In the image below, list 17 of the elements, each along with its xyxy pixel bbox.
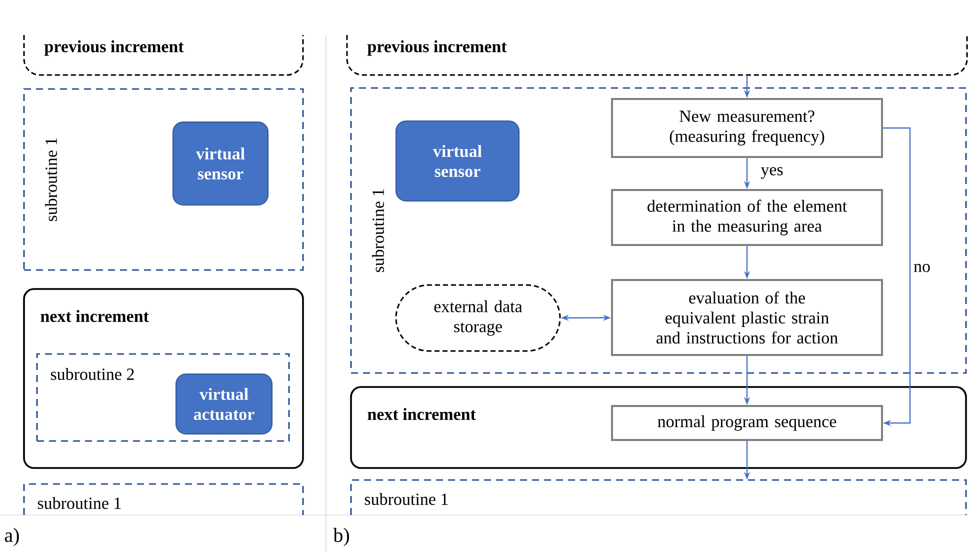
- subroutine-frame: subroutine 1: [350, 479, 967, 515]
- process-box: New measurement? (measuring frequency): [611, 98, 883, 158]
- process-box: determination of the element in the measuring area: [611, 189, 883, 246]
- storage-terminal: external data storage: [395, 284, 561, 352]
- panel-label: b): [333, 528, 349, 546]
- component-box: virtual actuator: [176, 374, 272, 434]
- edge-label: no: [912, 262, 932, 274]
- panel-label: a): [4, 528, 19, 546]
- arrow: [883, 127, 911, 426]
- component-box: virtual sensor: [396, 120, 520, 202]
- process-box: normal program sequence: [611, 405, 883, 441]
- component-box: virtual sensor: [172, 122, 268, 206]
- subroutine-frame: subroutine 1: [23, 483, 304, 515]
- edge-label: yes: [760, 166, 784, 180]
- increment-band: previous increment: [23, 35, 304, 76]
- process-box: evaluation of the equivalent plastic strain and instructions for action: [611, 279, 883, 356]
- increment-band: previous increment: [346, 35, 968, 76]
